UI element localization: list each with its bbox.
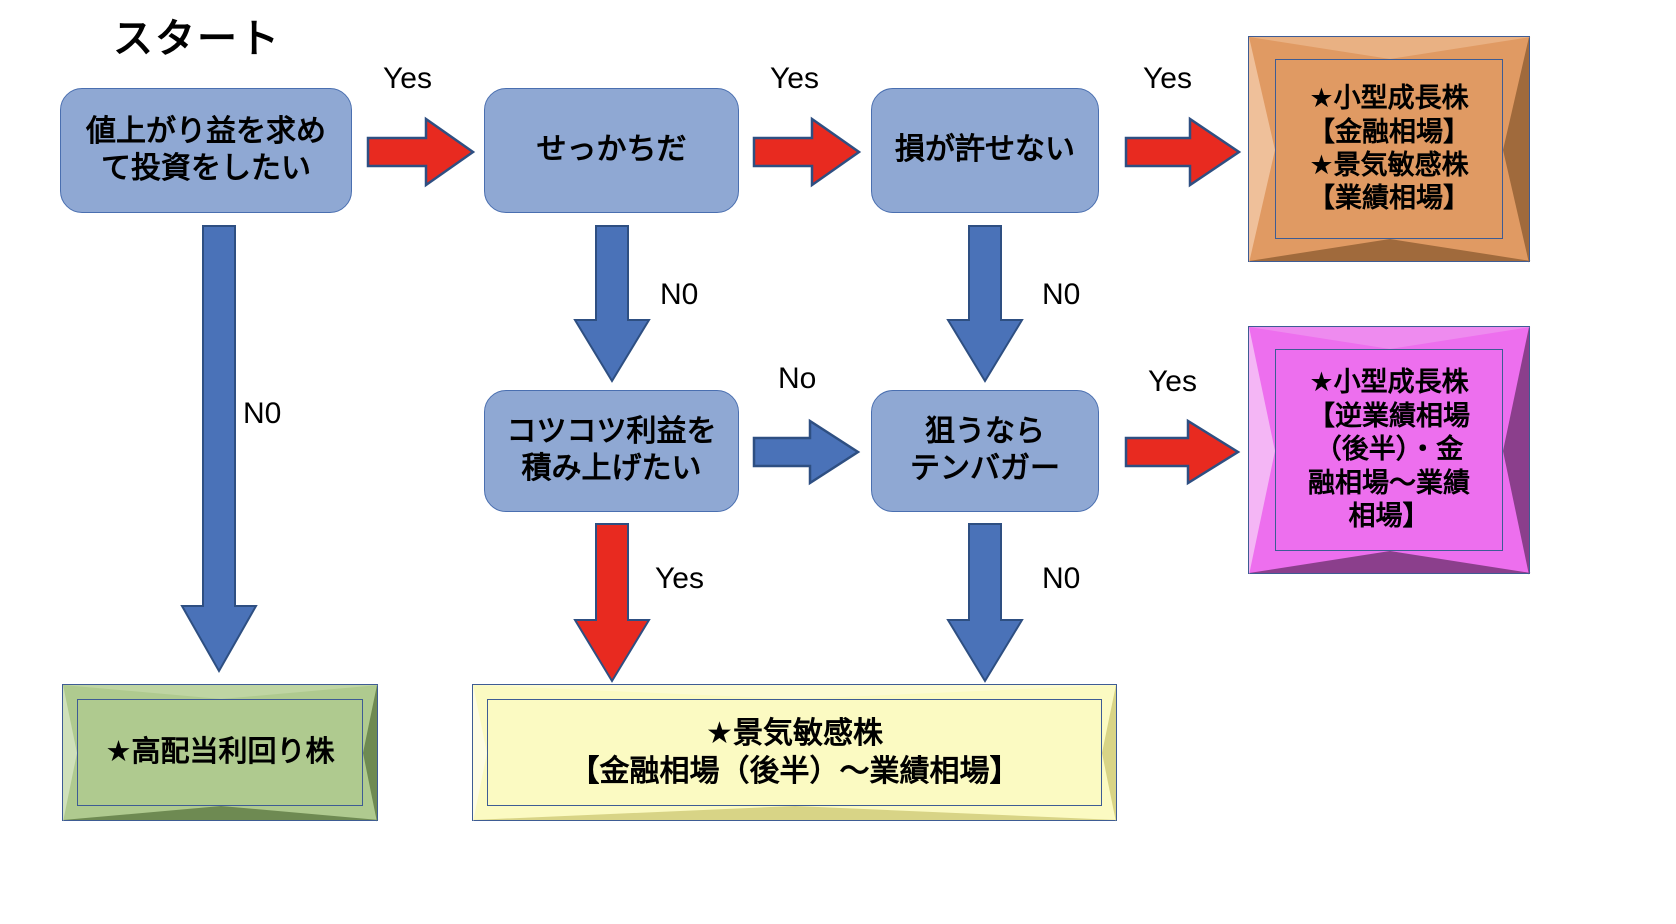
arrow-q5-to-yellow — [946, 523, 1024, 683]
result-box-orange-label: ★小型成長株 【金融相場】 ★景気敏感株 【業績相場】 — [1308, 83, 1470, 214]
result-box-magenta[interactable]: ★小型成長株 【逆業績相場 （後半）・金 融相場～業績 相場】 — [1248, 326, 1531, 575]
result-box-green-inner: ★高配当利回り株 — [77, 699, 363, 806]
arrow-q1-to-q2 — [366, 116, 476, 188]
decision-box-q5[interactable]: 狙うなら テンバガー — [871, 390, 1099, 512]
result-box-yellow-inner: ★景気敏感株 【金融相場（後半）～業績相場】 — [487, 699, 1102, 806]
arrow-label-yes-q4-yellow: Yes — [655, 562, 704, 595]
decision-box-q3[interactable]: 損が許せない — [871, 88, 1099, 213]
arrow-q3-to-orange — [1124, 116, 1242, 188]
decision-box-q5-label: 狙うなら テンバガー — [910, 415, 1060, 485]
result-box-orange[interactable]: ★小型成長株 【金融相場】 ★景気敏感株 【業績相場】 — [1248, 36, 1531, 263]
result-box-yellow[interactable]: ★景気敏感株 【金融相場（後半）～業績相場】 — [472, 684, 1117, 822]
bevel-left — [63, 685, 77, 822]
arrow-q1-to-green — [180, 225, 258, 674]
arrow-label-no-q3-q5: N0 — [1042, 278, 1081, 311]
arrow-q5-to-magenta — [1124, 418, 1241, 486]
bevel-bottom — [473, 806, 1117, 820]
arrow-label-no-q5-yellow: N0 — [1042, 562, 1081, 595]
bevel-top — [1249, 327, 1531, 349]
arrow-q4-to-q5 — [752, 418, 861, 486]
bevel-left — [473, 685, 487, 822]
decision-box-q2[interactable]: せっかちだ — [484, 88, 739, 213]
bevel-bottom — [63, 806, 379, 820]
decision-box-q1[interactable]: 値上がり益を求め て投資をしたい — [60, 88, 352, 213]
result-box-green[interactable]: ★高配当利回り株 — [62, 684, 379, 822]
bevel-top — [473, 685, 1117, 699]
bevel-bottom — [1249, 239, 1531, 261]
result-box-yellow-label: ★景気敏感株 【金融相場（後半）～業績相場】 — [569, 717, 1020, 788]
decision-box-q4[interactable]: コツコツ利益を 積み上げたい — [484, 390, 739, 512]
decision-box-q4-label: コツコツ利益を 積み上げたい — [506, 415, 717, 485]
decision-box-q2-label: せっかちだ — [536, 133, 687, 167]
bevel-left — [1249, 37, 1275, 263]
arrow-label-no-q1-green: N0 — [243, 397, 282, 430]
arrow-label-no-q2-q4: N0 — [660, 278, 699, 311]
page-title: スタート — [113, 17, 281, 61]
bevel-right — [1503, 37, 1529, 263]
result-box-magenta-label: ★小型成長株 【逆業績相場 （後半）・金 融相場～業績 相場】 — [1308, 367, 1470, 532]
decision-box-q1-label: 値上がり益を求め て投資をしたい — [86, 114, 326, 185]
arrow-label-yes-q1-q2: Yes — [383, 62, 432, 95]
decision-box-q3-label: 損が許せない — [895, 133, 1075, 167]
bevel-right — [1503, 327, 1529, 575]
bevel-bottom — [1249, 551, 1531, 573]
result-box-orange-inner: ★小型成長株 【金融相場】 ★景気敏感株 【業績相場】 — [1275, 59, 1503, 239]
bevel-top — [1249, 37, 1531, 59]
result-box-magenta-inner: ★小型成長株 【逆業績相場 （後半）・金 融相場～業績 相場】 — [1275, 349, 1503, 551]
bevel-right — [363, 685, 377, 822]
bevel-top — [63, 685, 379, 699]
arrow-q2-to-q3 — [752, 116, 862, 188]
bevel-left — [1249, 327, 1275, 575]
arrow-q4-to-yellow — [573, 523, 651, 683]
arrow-q2-to-q4 — [573, 225, 651, 383]
arrow-label-yes-q3-orange: Yes — [1143, 62, 1192, 95]
arrow-q3-to-q5 — [946, 225, 1024, 383]
arrow-label-yes-q5-magenta: Yes — [1148, 365, 1197, 398]
bevel-right — [1102, 685, 1116, 822]
arrow-label-yes-q2-q3: Yes — [770, 62, 819, 95]
arrow-label-no-q4-q5: No — [778, 362, 817, 395]
result-box-green-label: ★高配当利回り株 — [105, 735, 335, 768]
